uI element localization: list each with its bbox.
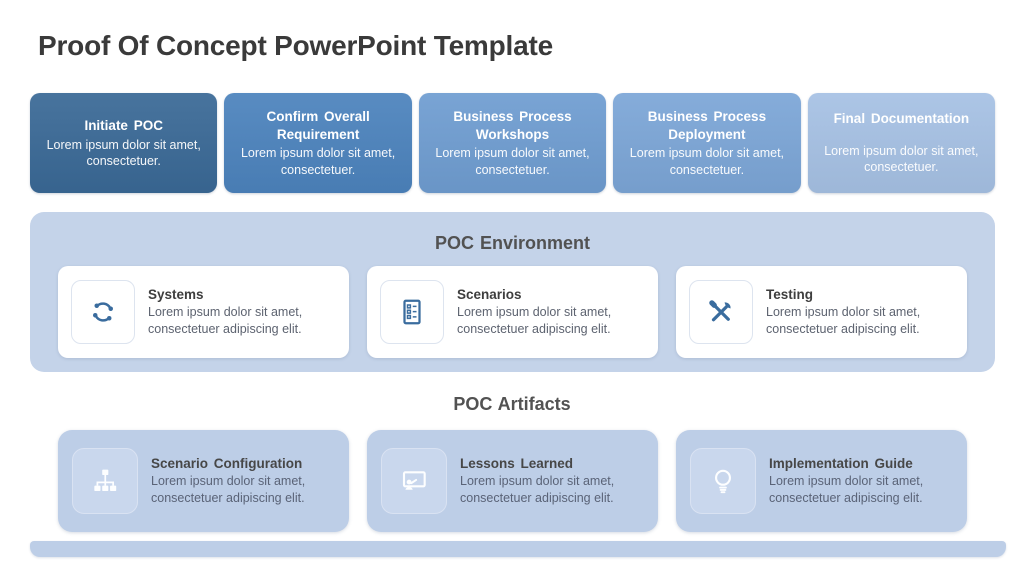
tools-icon (706, 297, 736, 327)
step-title: Business Process Deployment (647, 109, 767, 142)
implementation-guide-iconbox (690, 448, 756, 514)
step-title: Initiate POC (84, 117, 163, 133)
checklist-icon (397, 297, 427, 327)
scenario-configuration-iconbox (72, 448, 138, 514)
lessons-learned-iconbox (381, 448, 447, 514)
step-description: Lorem ipsum dolor sit amet, consectetuer… (46, 137, 201, 168)
card-text: Scenario Configuration Lorem ipsum dolor… (151, 456, 335, 506)
poc-environment-card-row: Systems Lorem ipsum dolor sit amet, cons… (58, 266, 967, 358)
step-final-documentation: Final Documentation Lorem ipsum dolor si… (807, 93, 996, 193)
card-text: Implementation Guide Lorem ipsum dolor s… (769, 456, 953, 506)
poc-environment-panel: POC Environment (30, 212, 995, 372)
card-testing: Testing Lorem ipsum dolor sit amet, cons… (676, 266, 967, 358)
step-business-process-workshops: Business Process Workshops Lorem ipsum d… (418, 93, 607, 193)
testing-iconbox (689, 280, 753, 344)
card-lessons-learned: Lessons Learned Lorem ipsum dolor sit am… (367, 430, 658, 532)
lightbulb-icon (707, 465, 739, 497)
card-text: Scenarios Lorem ipsum dolor sit amet, co… (457, 287, 645, 337)
sync-icon (88, 297, 118, 327)
card-description: Lorem ipsum dolor sit amet, consectetuer… (457, 304, 612, 336)
bottom-accent-bar (30, 541, 1006, 557)
scenarios-iconbox (380, 280, 444, 344)
card-systems: Systems Lorem ipsum dolor sit amet, cons… (58, 266, 349, 358)
card-title: Scenarios (457, 286, 522, 302)
card-description: Lorem ipsum dolor sit amet, consectetuer… (148, 304, 303, 336)
card-description: Lorem ipsum dolor sit amet, consectetuer… (151, 473, 306, 505)
card-title: Scenario Configuration (151, 455, 303, 471)
step-description: Lorem ipsum dolor sit amet, consectetuer… (629, 146, 785, 177)
presentation-icon (398, 465, 430, 497)
card-implementation-guide: Implementation Guide Lorem ipsum dolor s… (676, 430, 967, 532)
step-confirm-overall-requirement: Confirm Overall Requirement Lorem ipsum … (224, 93, 412, 193)
card-description: Lorem ipsum dolor sit amet, consectetuer… (769, 473, 924, 505)
card-description: Lorem ipsum dolor sit amet, consectetuer… (766, 304, 921, 336)
card-text: Testing Lorem ipsum dolor sit amet, cons… (766, 287, 954, 337)
poc-artifacts-heading: POC Artifacts (453, 394, 571, 414)
poc-artifacts-heading-wrap: POC Artifacts (0, 394, 1024, 415)
card-scenario-configuration: Scenario Configuration Lorem ipsum dolor… (58, 430, 349, 532)
step-description: Lorem ipsum dolor sit amet, consectetuer… (435, 146, 590, 177)
org-chart-icon (89, 465, 121, 497)
card-scenarios: Scenarios Lorem ipsum dolor sit amet, co… (367, 266, 658, 358)
step-description: Lorem ipsum dolor sit amet, consectetuer… (240, 146, 396, 177)
card-description: Lorem ipsum dolor sit amet, consectetuer… (460, 473, 615, 505)
card-text: Lessons Learned Lorem ipsum dolor sit am… (460, 456, 644, 506)
step-title: Final Documentation (833, 111, 970, 127)
card-title: Systems (148, 286, 204, 302)
poc-environment-heading: POC Environment (434, 233, 591, 253)
step-title: Business Process Workshops (453, 109, 572, 142)
step-description: Lorem ipsum dolor sit amet, consectetuer… (824, 144, 979, 175)
step-initiate-poc: Initiate POC Lorem ipsum dolor sit amet,… (30, 93, 218, 193)
card-text: Systems Lorem ipsum dolor sit amet, cons… (148, 287, 336, 337)
card-title: Testing (766, 286, 813, 302)
card-title: Implementation Guide (769, 455, 913, 471)
process-step-row: Initiate POC Lorem ipsum dolor sit amet,… (30, 93, 996, 193)
step-business-process-deployment: Business Process Deployment Lorem ipsum … (613, 93, 801, 193)
page-title: Proof Of Concept PowerPoint Template (38, 30, 553, 61)
systems-iconbox (71, 280, 135, 344)
card-title: Lessons Learned (460, 455, 574, 471)
poc-artifacts-card-row: Scenario Configuration Lorem ipsum dolor… (58, 430, 967, 532)
step-title: Confirm Overall Requirement (266, 109, 370, 142)
